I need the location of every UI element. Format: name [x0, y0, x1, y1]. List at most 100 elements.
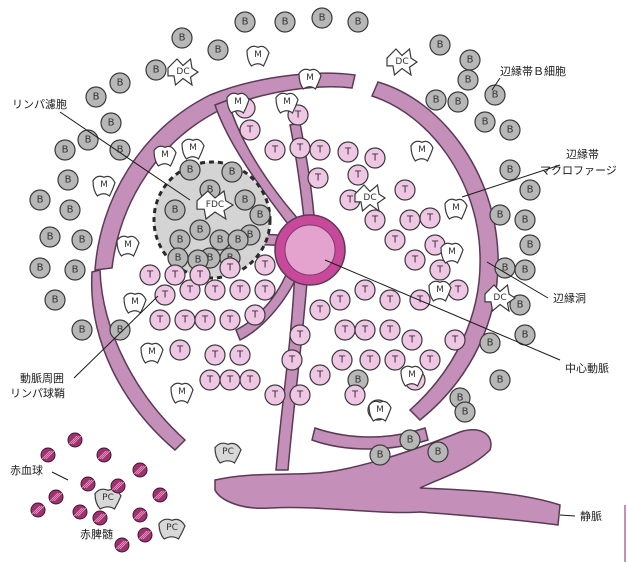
t-cell: T [205, 345, 225, 365]
svg-text:T: T [181, 315, 189, 326]
svg-text:T: T [341, 325, 349, 336]
svg-text:DC: DC [395, 57, 408, 67]
t-cell: T [420, 350, 440, 370]
t-cell: T [430, 260, 450, 280]
svg-text:M: M [124, 240, 132, 250]
label-marginal-sinus: 辺縁洞 [553, 291, 586, 305]
t-cell: T [448, 280, 468, 300]
b-cell: B [65, 260, 85, 280]
svg-text:T: T [371, 215, 379, 226]
svg-text:T: T [316, 145, 324, 156]
svg-text:B: B [93, 92, 100, 103]
svg-text:B: B [507, 125, 514, 136]
t-cell: T [282, 350, 302, 370]
t-cell: T [290, 385, 310, 405]
b-cell: B [428, 442, 448, 462]
svg-text:T: T [454, 285, 462, 296]
svg-text:B: B [172, 205, 179, 216]
t-cell: T [385, 350, 405, 370]
svg-text:T: T [186, 285, 194, 296]
t-cell: T [308, 168, 328, 188]
b-cell: B [426, 90, 446, 110]
svg-text:M: M [100, 180, 108, 190]
svg-text:B: B [229, 167, 236, 178]
svg-text:B: B [215, 45, 222, 56]
b-cell: B [180, 160, 200, 180]
label-marginal-macrophage-2: マクロファージ [540, 164, 617, 177]
svg-text:B: B [79, 235, 86, 246]
svg-text:B: B [257, 210, 264, 221]
svg-text:M: M [283, 97, 291, 107]
b-cell: B [72, 320, 92, 340]
svg-text:B: B [52, 295, 59, 306]
b-cell: B [275, 12, 295, 32]
svg-text:T: T [196, 270, 204, 281]
b-cell: B [72, 230, 92, 250]
t-cell: T [140, 265, 160, 285]
pc-cell: PC [159, 519, 185, 539]
m-cell: M [141, 343, 163, 363]
svg-text:B: B [47, 232, 54, 243]
b-cell: B [490, 370, 510, 390]
svg-text:B: B [522, 215, 529, 226]
svg-text:B: B [175, 253, 182, 264]
svg-text:B: B [37, 195, 44, 206]
svg-text:T: T [226, 315, 234, 326]
svg-text:B: B [482, 117, 489, 128]
b-cell: B [55, 140, 75, 160]
m-cell: M [171, 383, 193, 403]
red-blood-cell [93, 511, 107, 525]
m-cell: M [93, 176, 115, 196]
svg-text:T: T [426, 213, 434, 224]
svg-text:T: T [336, 295, 344, 306]
svg-text:T: T [361, 285, 369, 296]
t-cell: T [380, 320, 400, 340]
b-cell: B [455, 402, 475, 422]
svg-text:M: M [408, 370, 416, 380]
b-cell: B [222, 162, 242, 182]
label-central-artery: 中心動脈 [565, 361, 609, 375]
t-cell: T [240, 120, 260, 140]
t-cell: T [200, 370, 220, 390]
red-blood-cell [115, 538, 129, 552]
b-cell: B [448, 92, 468, 112]
svg-text:T: T [316, 305, 324, 316]
t-cell: T [245, 305, 265, 325]
label-pals-2: リンパ球鞘 [10, 386, 65, 400]
t-cell: T [355, 280, 375, 300]
b-cell: B [58, 170, 78, 190]
svg-text:PC: PC [166, 523, 178, 533]
svg-text:DC: DC [493, 293, 506, 303]
svg-text:M: M [234, 97, 242, 107]
svg-text:B: B [195, 255, 202, 266]
m-cell: M [247, 46, 269, 66]
red-blood-cell [81, 477, 95, 491]
b-cell: B [40, 227, 60, 247]
svg-text:B: B [65, 175, 72, 186]
t-cell: T [175, 310, 195, 330]
svg-text:T: T [296, 330, 304, 341]
b-cell: B [458, 70, 478, 90]
red-blood-cell [97, 448, 111, 462]
pc-cell: PC [215, 443, 241, 463]
t-cell: T [380, 290, 400, 310]
svg-text:T: T [161, 290, 169, 301]
b-cell: B [208, 40, 228, 60]
b-cell: B [485, 85, 505, 105]
svg-text:B: B [492, 90, 499, 101]
red-blood-cell [73, 505, 87, 519]
b-cell: B [190, 220, 210, 240]
svg-text:T: T [176, 345, 184, 356]
svg-text:T: T [271, 390, 279, 401]
t-cell: T [345, 385, 365, 405]
svg-text:B: B [455, 97, 462, 108]
svg-text:M: M [452, 203, 460, 213]
svg-text:T: T [346, 195, 354, 206]
t-cell: T [205, 280, 225, 300]
svg-text:B: B [462, 407, 469, 418]
svg-text:T: T [354, 170, 362, 181]
svg-text:T: T [411, 255, 419, 266]
t-cell: T [365, 210, 385, 230]
svg-text:FDC: FDC [206, 200, 224, 210]
